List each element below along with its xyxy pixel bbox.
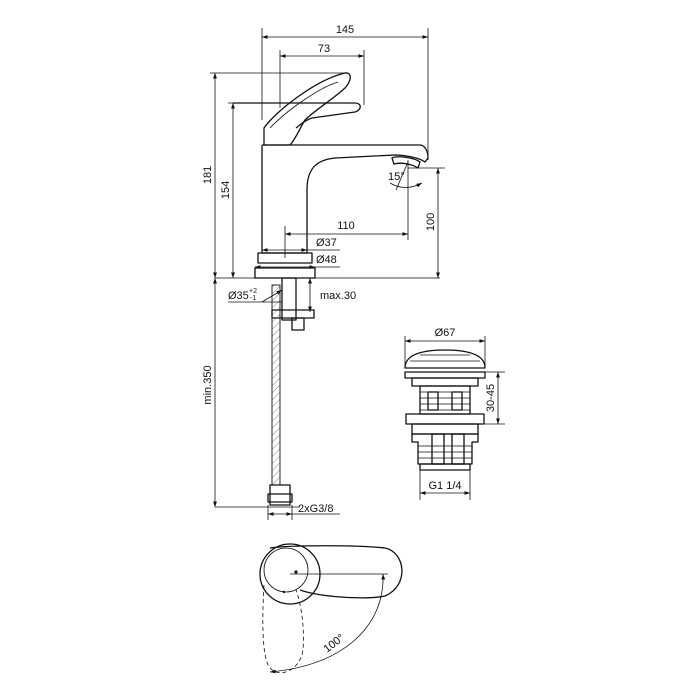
tap-handle bbox=[263, 72, 351, 146]
waste-view: Ø67 30-45 G1 1/4 bbox=[404, 327, 505, 500]
front-dimensions: 145 73 181 154 100 15° 110 Ø37 Ø48 bbox=[202, 24, 445, 520]
tap-fixing-nut bbox=[291, 317, 305, 331]
dim-hose-length: min.350 bbox=[202, 365, 214, 404]
tap-mounting-stud bbox=[281, 277, 297, 321]
dim-overall-width: 145 bbox=[336, 24, 354, 36]
dim-hole-diameter: Ø35 bbox=[228, 290, 249, 302]
waste-cap bbox=[404, 349, 486, 369]
waste-nut bbox=[405, 413, 485, 425]
dim-spout-angle: 15° bbox=[388, 171, 405, 183]
dim-hose-connection: 2xG3/8 bbox=[298, 503, 333, 515]
top-handle-rotated bbox=[262, 584, 304, 674]
dim-hole-tol-lower: -1 bbox=[250, 295, 256, 302]
hose-connector bbox=[269, 484, 291, 506]
dim-spout-reach: 110 bbox=[337, 220, 355, 232]
dim-handle-offset: 73 bbox=[318, 43, 330, 55]
dim-max-deck: max.30 bbox=[320, 290, 356, 302]
waste-thread bbox=[419, 463, 471, 471]
dim-cap-diameter: Ø67 bbox=[435, 327, 456, 339]
waste-flange bbox=[404, 371, 486, 379]
dim-body-diameter: Ø37 bbox=[316, 237, 337, 249]
dim-rotation: 100° bbox=[321, 632, 346, 655]
dim-thread: G1 1/4 bbox=[428, 480, 461, 492]
dim-body-height: 154 bbox=[220, 181, 232, 199]
dim-spout-height: 100 bbox=[425, 213, 437, 231]
waste-body bbox=[411, 433, 479, 465]
tap-deck-plate bbox=[254, 267, 316, 279]
tap-handle-base bbox=[233, 102, 361, 129]
dim-hole-tol-upper: +2 bbox=[249, 288, 257, 295]
tap-body bbox=[261, 144, 429, 254]
top-view: 100° bbox=[259, 543, 403, 674]
dim-base-diameter: Ø48 bbox=[316, 254, 337, 266]
dim-total-height: 181 bbox=[202, 166, 214, 184]
tap-handle-inner bbox=[269, 81, 339, 129]
flexible-hose bbox=[271, 284, 281, 486]
dim-arc-100 bbox=[269, 573, 386, 674]
top-indicator-dot bbox=[294, 570, 298, 574]
dim-height-range: 30-45 bbox=[485, 384, 497, 412]
tap-front-view bbox=[215, 72, 440, 508]
hose-connector-nut bbox=[267, 493, 293, 503]
